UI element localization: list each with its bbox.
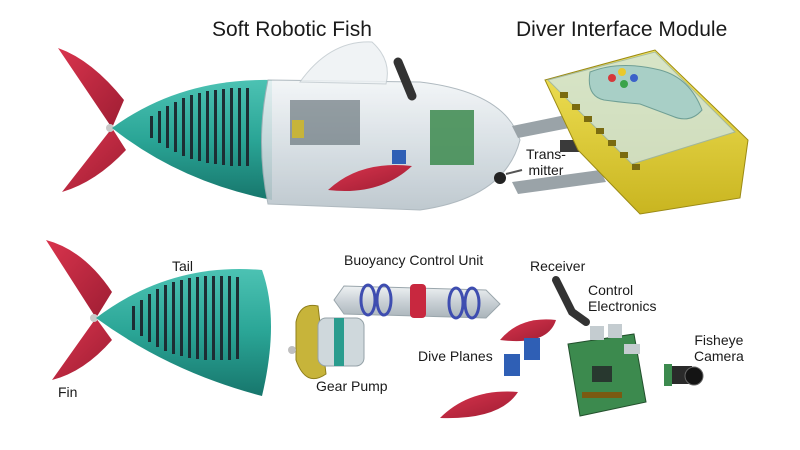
exploded-tail xyxy=(46,240,271,396)
diver-title: Diver Interface Module xyxy=(516,18,728,41)
camera-board xyxy=(664,364,672,386)
fin-label: Fin xyxy=(58,384,78,400)
pcb-chip xyxy=(592,366,612,382)
tail-label: Tail xyxy=(172,258,194,274)
dive-planes-label: Dive Planes xyxy=(418,348,493,364)
game-controller xyxy=(588,64,703,120)
transmitter-label-line1: Trans- xyxy=(526,146,566,162)
fisheye-label-line2: Camera xyxy=(694,348,744,365)
fisheye-label-line1: Fisheye xyxy=(694,332,744,348)
pump-band xyxy=(334,318,344,366)
exploded-buoyancy-unit xyxy=(333,283,501,320)
transmitter-label-line2: mitter xyxy=(528,162,564,179)
assembled-fish xyxy=(58,41,523,211)
control-label-line1: Control xyxy=(588,282,634,298)
camera-lens xyxy=(684,366,704,386)
button-green xyxy=(620,80,628,88)
dive-plane-lower xyxy=(440,391,518,419)
fish-dive-plane xyxy=(328,165,412,191)
fish-title: Soft Robotic Fish xyxy=(212,18,372,41)
gear-pump-label: Gear Pump xyxy=(316,378,388,394)
receiver-antenna xyxy=(552,276,590,326)
transmitter-label: Trans- mitter xyxy=(526,146,566,178)
exploded-receiver xyxy=(552,276,590,326)
dive-plane-upper xyxy=(500,319,556,342)
buoyancy-piston xyxy=(410,284,426,318)
fish-tail-ribs xyxy=(150,88,249,166)
exploded-fin-pin xyxy=(90,314,98,322)
exploded-control-electronics xyxy=(567,324,647,417)
control-label-line2: Electronics xyxy=(588,298,657,315)
pcb-usb-2 xyxy=(608,324,622,338)
diver-handle-lower xyxy=(512,170,606,194)
exploded-gear-pump xyxy=(288,304,365,380)
exploded-dive-planes xyxy=(440,319,556,419)
pump-bolt xyxy=(288,346,296,354)
fin-pin xyxy=(106,124,114,132)
buoyancy-rings xyxy=(359,283,481,320)
case-latches xyxy=(560,92,640,170)
exploded-fin-lower xyxy=(52,318,112,380)
exploded-tail-ribs xyxy=(132,276,239,360)
fish-fin-lower xyxy=(62,128,126,192)
exploded-fisheye-camera xyxy=(664,364,704,386)
fish-fin xyxy=(58,48,124,128)
fisheye-camera-label: Fisheye Camera xyxy=(694,332,744,364)
exploded-fin-upper xyxy=(46,240,112,318)
pcb-header xyxy=(582,392,622,398)
button-blue xyxy=(630,74,638,82)
exploded-tail-body xyxy=(96,269,271,396)
internal-servo xyxy=(392,150,406,164)
internal-board xyxy=(430,110,474,165)
buoyancy-label: Buoyancy Control Unit xyxy=(344,252,484,268)
receiver-label: Receiver xyxy=(530,258,586,274)
button-yellow xyxy=(618,68,626,76)
servo-upper xyxy=(524,338,540,360)
button-red xyxy=(608,74,616,82)
pcb-usb-1 xyxy=(590,326,604,340)
diver-interface-module xyxy=(512,49,749,215)
fish-antenna xyxy=(393,57,417,101)
internal-pump xyxy=(292,120,304,138)
control-electronics-label: Control Electronics xyxy=(588,282,656,314)
transmitter-pointer xyxy=(505,169,523,175)
servo-lower xyxy=(504,354,520,376)
pcb-connector xyxy=(624,344,640,354)
fish-dorsal-fin xyxy=(299,41,388,85)
fish-camera xyxy=(494,172,506,184)
